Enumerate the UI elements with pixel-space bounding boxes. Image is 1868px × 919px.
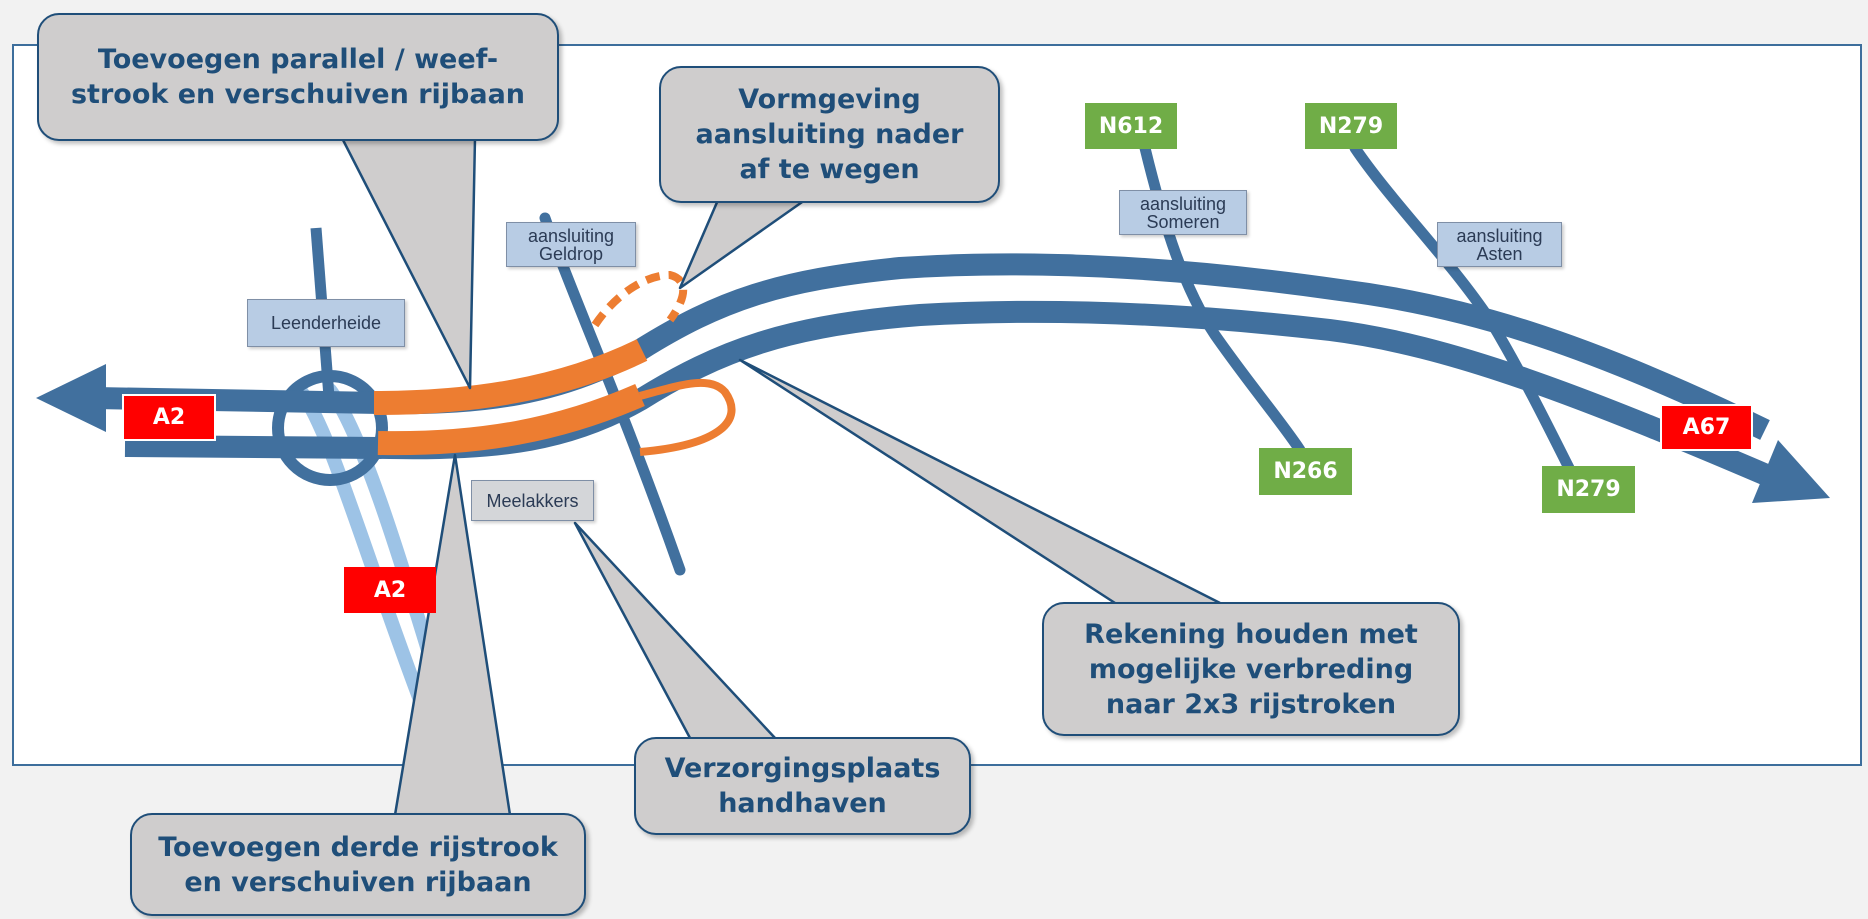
shield-n279-top: N279 — [1305, 103, 1397, 149]
callout-pointers — [340, 137, 1221, 816]
east-arrowhead — [1752, 440, 1830, 503]
shield-n279-bottom: N279 — [1542, 466, 1635, 513]
planned-lanes — [373, 270, 736, 456]
callout-derde-rijstrook: Toevoegen derde rijstrook en verschuiven… — [130, 813, 586, 916]
shield-a2-south: A2 — [344, 567, 436, 613]
pointer-rekening — [738, 358, 1221, 605]
pointer-verzorging — [573, 521, 776, 739]
pointer-parallel — [340, 137, 477, 390]
pointer-vormgeving — [678, 198, 806, 290]
callout-vormgeving-aansluiting: Vormgeving aansluiting nader af te wegen — [659, 66, 1000, 203]
label-meelakkers: Meelakkers — [471, 480, 594, 521]
label-aansluiting-someren: aansluiting Someren — [1119, 190, 1247, 235]
label-aansluiting-asten: aansluiting Asten — [1437, 222, 1562, 267]
shield-a2-west: A2 — [122, 394, 216, 441]
west-arrowhead — [36, 364, 106, 432]
callout-parallel-weefstrook: Toevoegen parallel / weef- strook en ver… — [37, 13, 559, 141]
pointer-derde — [393, 453, 512, 816]
shield-n266: N266 — [1259, 448, 1352, 495]
shield-n612: N612 — [1085, 103, 1177, 149]
callout-verzorgingsplaats: Verzorgingsplaats handhaven — [634, 737, 971, 835]
shield-a67: A67 — [1660, 404, 1753, 451]
label-aansluiting-geldrop: aansluiting Geldrop — [506, 222, 636, 267]
callout-verbreding-2x3: Rekening houden met mogelijke verbreding… — [1042, 602, 1460, 736]
label-leenderheide: Leenderheide — [247, 299, 405, 347]
